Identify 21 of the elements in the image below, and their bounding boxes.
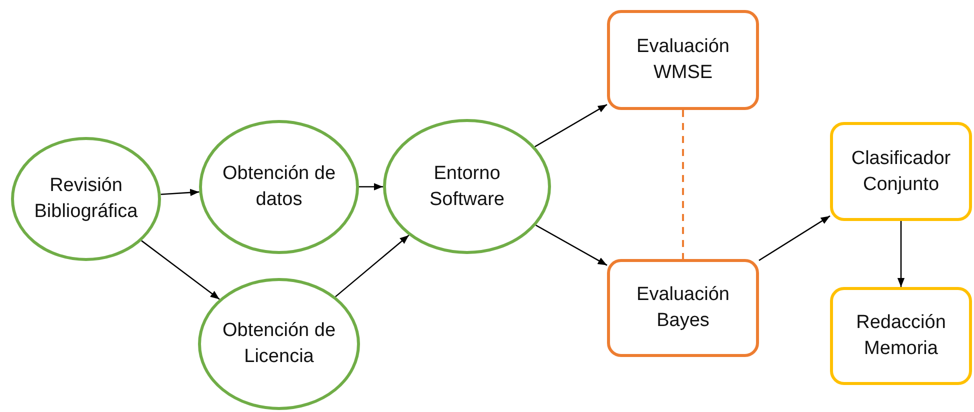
node-label: Revisión Bibliográfica [33,174,139,224]
arrow [758,215,830,261]
process-box [607,259,759,357]
node-label: Clasificador Conjunto [850,146,952,196]
connector-line [682,110,684,259]
process-box [607,10,759,110]
arrow [897,221,905,287]
arrow [359,183,383,190]
node-label: Evaluación WMSE [636,35,730,85]
arrow [141,240,220,300]
process-box [830,122,972,221]
node-label: Redacción Memoria [855,311,947,361]
arrow [536,224,608,266]
node-label: Entorno Software [428,162,506,212]
node-label: Evaluación Bayes [636,283,730,333]
arrow [335,234,410,298]
process-box [830,287,972,385]
node-label: Obtención de datos [221,162,337,212]
arrow [534,104,608,148]
node-label: Obtención de Licencia [221,319,337,369]
arrow [160,188,200,196]
